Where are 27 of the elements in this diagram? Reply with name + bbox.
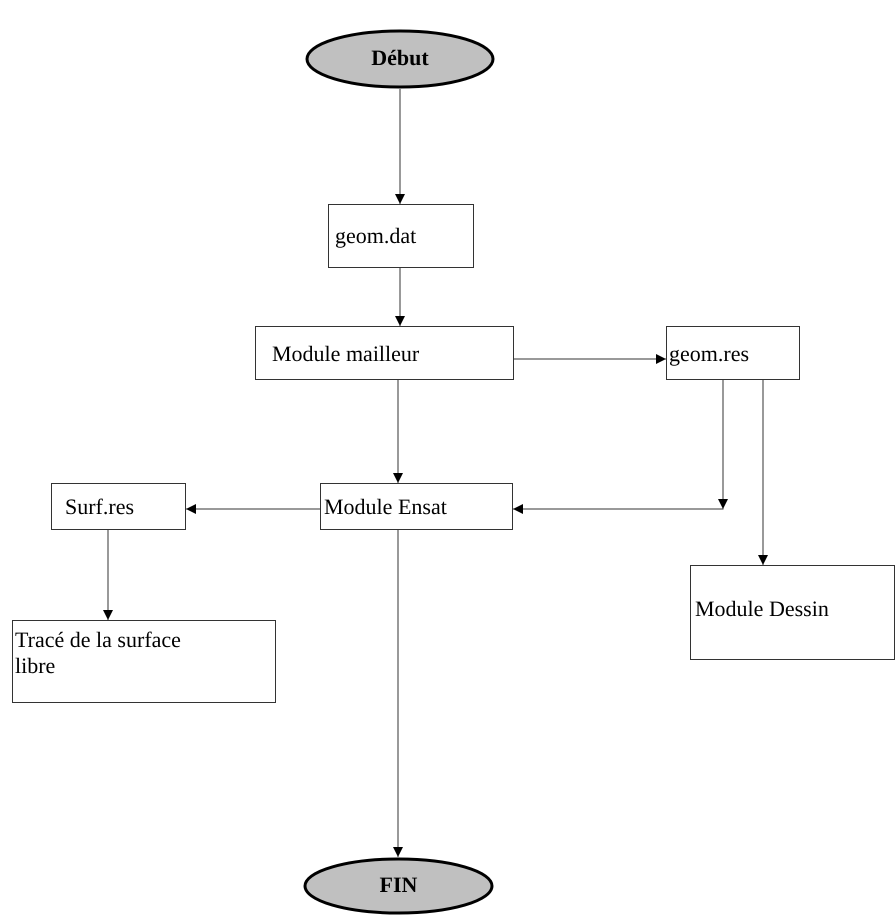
process-box: [320, 483, 513, 530]
process-box: [328, 204, 474, 268]
node-label: FIN: [378, 872, 418, 898]
node-label: Début: [370, 45, 430, 71]
arrow: [512, 380, 728, 514]
node-label: Surf.res: [65, 494, 134, 520]
process-box: [51, 483, 186, 530]
arrow: [393, 530, 403, 858]
process-box: [255, 326, 514, 380]
arrow: [393, 380, 403, 484]
node-label: geom.res: [669, 341, 750, 367]
arrow: [395, 268, 405, 326]
arrow: [758, 380, 768, 566]
arrow: [186, 504, 320, 514]
process-box: [12, 620, 276, 703]
arrow: [103, 530, 113, 620]
terminal-ellipse: [303, 857, 494, 915]
arrow: [395, 88, 405, 204]
node-label: geom.dat: [335, 223, 416, 249]
process-box: [666, 326, 800, 380]
node-label: Tracé de la surface libre: [15, 627, 182, 679]
node-label: Module Dessin: [695, 596, 829, 622]
node-label: Module mailleur: [272, 341, 420, 367]
terminal-ellipse: [305, 29, 495, 89]
node-label: Module Ensat: [324, 494, 447, 520]
arrow: [514, 354, 666, 364]
process-box: [690, 565, 895, 660]
